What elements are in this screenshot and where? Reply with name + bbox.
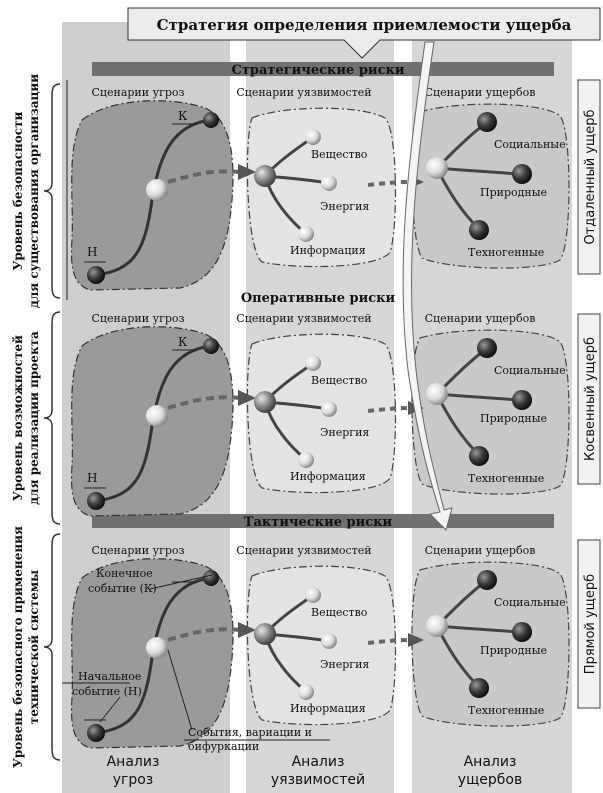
substance-label: Вещество (311, 148, 368, 161)
damage-scenario-label: Сценарии ущербов (425, 86, 536, 99)
page-title: Стратегия определения приемлемости ущерб… (157, 16, 572, 34)
natural-node (512, 622, 532, 642)
column-label-threats-1: Анализ (107, 754, 160, 770)
level-tactical: Тактические риски (92, 514, 554, 530)
damage-type-label: Прямой ущерб (583, 574, 598, 674)
substance-label: Вещество (311, 606, 368, 619)
end-node (203, 338, 219, 354)
social-label: Социальные (494, 138, 566, 151)
vulnerability-scenario-label: Сценарии уязвимостей (236, 312, 371, 325)
level-operative: Оперативные риски (241, 291, 396, 306)
substance-node (305, 355, 321, 371)
start-node-label: Н (87, 245, 97, 259)
vuln-root-node (254, 165, 276, 187)
start-node (87, 724, 105, 742)
information-label: Информация (290, 702, 366, 715)
column-label-vuln-2: уязвимостей (271, 772, 365, 788)
information-node (298, 452, 314, 468)
damage-type-label: Отдаленный ущерб (583, 109, 598, 244)
initial-event-label: Начальное (78, 670, 141, 683)
information-label: Информация (290, 470, 366, 483)
column-label-damage-1: Анализ (464, 754, 517, 770)
social-node (477, 570, 497, 590)
bifurcation-node (146, 179, 168, 201)
natural-label: Природные (480, 186, 547, 199)
risk-title: Тактические риски (244, 515, 393, 530)
natural-label: Природные (480, 412, 547, 425)
technogenic-node (469, 220, 489, 240)
damage-scenario-label: Сценарии ущербов (425, 312, 536, 325)
scenario-row: Сценарии угроз Сценарии уязвимостей Сценар… (72, 86, 569, 290)
end-node-label: К (178, 109, 188, 123)
end-node (203, 112, 219, 128)
damage-root-node (426, 157, 448, 179)
risk-title: Оперативные риски (241, 291, 396, 306)
column-label-threats-2: угроз (113, 772, 154, 788)
energy-label: Энергия (320, 200, 369, 213)
end-node (203, 570, 219, 586)
vulnerability-scenario-label: Сценарии уязвимостей (236, 86, 371, 99)
start-node (87, 266, 105, 284)
vuln-root-node (254, 623, 276, 645)
damage-root-node (426, 615, 448, 637)
threat-scenario-label: Сценарии угроз (92, 544, 185, 557)
level-label-line2: для реализации проекта (27, 331, 41, 505)
initial-event-label-2: событие (Н) (72, 685, 142, 698)
social-label: Социальные (494, 364, 566, 377)
level-label-line1: Уровень безопасности (11, 112, 25, 271)
energy-node (321, 175, 337, 191)
damage-root-node (426, 383, 448, 405)
level-label-line1: Уровень безопасного применения (11, 526, 25, 768)
final-event-label: Конечное (96, 567, 153, 580)
threat-scenario-label: Сценарии угроз (92, 312, 185, 325)
technogenic-node (469, 678, 489, 698)
technogenic-label: Техногенные (468, 472, 544, 485)
energy-label: Энергия (320, 658, 369, 671)
energy-node (321, 633, 337, 649)
level-label-line2: технической системы (27, 570, 41, 724)
vuln-root-node (254, 391, 276, 413)
final-event-label-2: событие (К) (88, 582, 157, 595)
social-node (477, 112, 497, 132)
events-label-2: бифуркации (188, 740, 259, 753)
level-brace (44, 312, 60, 524)
information-label: Информация (290, 244, 366, 257)
threat-scenario-label: Сценарии угроз (92, 86, 185, 99)
natural-node (512, 390, 532, 410)
column-label-damage-2: ущербов (458, 772, 522, 788)
start-node-label: Н (87, 471, 97, 485)
substance-label: Вещество (311, 374, 368, 387)
information-node (298, 684, 314, 700)
risk-title: Стратегические риски (231, 63, 404, 78)
level-separator (66, 80, 68, 300)
technogenic-label: Техногенные (468, 704, 544, 717)
information-node (298, 226, 314, 242)
energy-label: Энергия (320, 426, 369, 439)
natural-label: Природные (480, 644, 547, 657)
technogenic-node (469, 446, 489, 466)
bifurcation-node (146, 637, 168, 659)
start-node (87, 492, 105, 510)
technogenic-label: Техногенные (468, 246, 544, 259)
social-node (477, 338, 497, 358)
scenario-row: Сценарии угроз Сценарии уязвимостей Сценар… (72, 312, 569, 516)
energy-node (321, 401, 337, 417)
level-label-line2: для существования организации (27, 74, 41, 308)
damage-type-label: Косвенный ущерб (583, 337, 598, 461)
level-brace (44, 84, 60, 298)
substance-node (305, 129, 321, 145)
substance-node (305, 587, 321, 603)
natural-node (512, 164, 532, 184)
events-label: События, вариации и (188, 726, 312, 739)
end-node-label: К (178, 335, 188, 349)
damage-scenario-label: Сценарии ущербов (425, 544, 536, 557)
level-brace (44, 534, 60, 760)
vulnerability-scenario-label: Сценарии уязвимостей (236, 544, 371, 557)
column-label-vuln-1: Анализ (292, 754, 345, 770)
social-label: Социальные (494, 596, 566, 609)
bifurcation-node (146, 405, 168, 427)
level-label-line1: Уровень возможностей (11, 335, 25, 501)
